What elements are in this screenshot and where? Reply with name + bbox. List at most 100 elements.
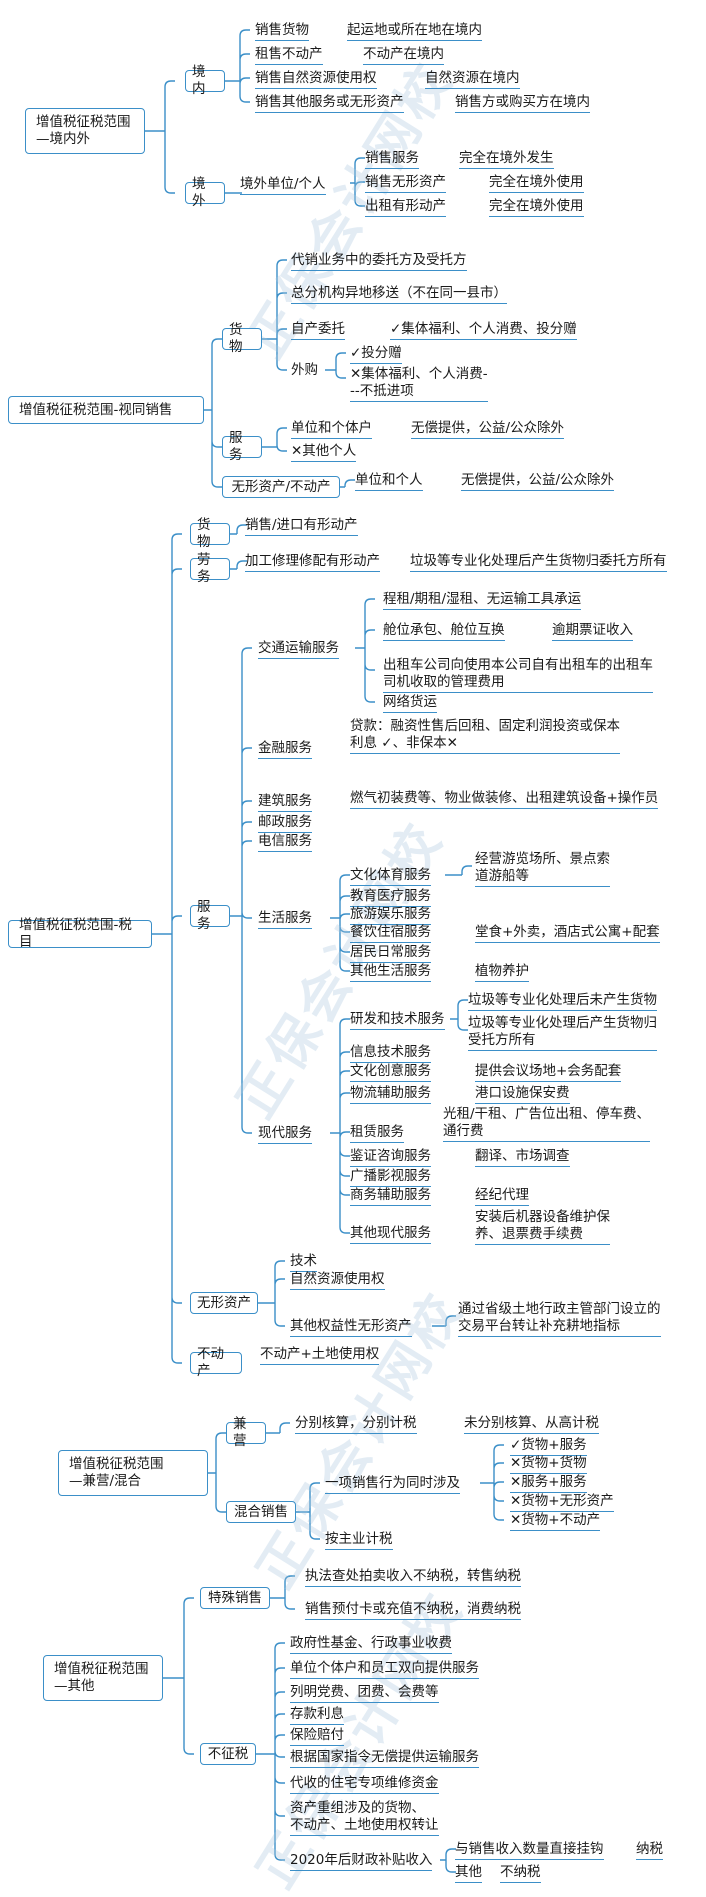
modern-9: 其他现代服务 <box>350 1225 431 1244</box>
connector-bracket <box>152 533 182 1364</box>
non-taxable-2: 单位个体户和员工双向提供服务 <box>290 1660 479 1679</box>
connector-bracket <box>330 1018 350 1234</box>
deemed-service-1: 单位和个体户 <box>291 420 372 439</box>
domestic-value-4: 销售方或购买方在境内 <box>455 94 590 113</box>
non-taxable-7: 代收的住宅专项维修资金 <box>290 1775 439 1794</box>
node-items-labor: 劳务 <box>190 552 230 585</box>
connector-bracket <box>340 479 355 488</box>
service-postal: 邮政服务 <box>258 814 312 833</box>
connector-bracket <box>480 1444 504 1521</box>
deemed-service-2: ✕其他个人 <box>291 443 357 462</box>
items-labor-value-2: 垃圾等专业化处理后产生货物归委托方所有 <box>410 553 667 572</box>
domestic-value-3: 自然资源在境内 <box>425 70 520 89</box>
service-modern: 现代服务 <box>258 1125 312 1144</box>
foreign-value-1: 完全在境外发生 <box>459 150 554 169</box>
modern-2: 信息技术服务 <box>350 1044 431 1063</box>
connector-bracket <box>330 874 350 972</box>
connector-bracket <box>256 1642 285 1861</box>
mixed-option-3: ✕服务+服务 <box>510 1474 587 1493</box>
modern-8: 商务辅助服务 <box>350 1187 431 1206</box>
non-taxable-4: 存款利息 <box>290 1706 344 1725</box>
node-non-taxable: 不征税 <box>200 1743 256 1765</box>
life-1-value: 经营游览场所、景点索 道游船等 <box>475 851 610 887</box>
node-special-sales: 特殊销售 <box>200 1587 270 1609</box>
life-3: 旅游娱乐服务 <box>350 906 431 925</box>
connector-bracket <box>208 1432 226 1513</box>
deemed-goods-4b: ✕集体福利、个人消费- --不抵进项 <box>350 366 488 402</box>
modern-5-value: 光租/干租、广告位出租、停车费、 通行费 <box>443 1106 651 1142</box>
life-2: 教育医疗服务 <box>350 888 431 907</box>
non-taxable-8: 资产重组涉及的货物、 不动产、土地使用权转让 <box>290 1800 439 1836</box>
connector-bracket <box>296 1482 320 1540</box>
concurrent-2: 未分别核算、从高计税 <box>464 1415 599 1434</box>
modern-1: 研发和技术服务 <box>350 1011 445 1030</box>
special-2: 销售预付卡或充值不纳税，消费纳税 <box>305 1601 521 1620</box>
domestic-item-1: 销售货物 <box>255 22 309 41</box>
modern-9-value: 安装后机器设备维护保 养、退票费手续费 <box>475 1209 610 1245</box>
realty-value: 不动产+土地使用权 <box>260 1346 380 1365</box>
connector-bracket <box>262 427 287 452</box>
foreign-value-2: 完全在境外使用 <box>489 174 584 193</box>
service-telecom: 电信服务 <box>258 833 312 852</box>
root-tax-items: 增值税征税范围-税目 <box>8 917 152 950</box>
modern-3: 文化创意服务 <box>350 1063 431 1082</box>
connector-bracket <box>350 157 365 207</box>
modern-4: 物流辅助服务 <box>350 1085 431 1104</box>
node-domestic: 境内 <box>185 64 225 97</box>
finance-1: 贷款：融资性售后回租、固定利润投资或保本 利息 ✓、非保本✕ <box>350 718 620 754</box>
modern-3-value: 提供会议场地+会务配套 <box>475 1063 622 1082</box>
intangible-3: 其他权益性无形资产 <box>290 1318 412 1337</box>
connector-bracket <box>450 999 468 1031</box>
intangible-2: 自然资源使用权 <box>290 1271 385 1290</box>
deemed-goods-3-value: ✓集体福利、个人消费、投分赠 <box>390 321 577 340</box>
mixed-2: 按主业计税 <box>325 1531 393 1550</box>
modern-6: 鉴证咨询服务 <box>350 1148 431 1167</box>
modern-6-value: 翻译、市场调查 <box>475 1148 570 1167</box>
special-1: 执法查处拍卖收入不纳税，转售纳税 <box>305 1568 521 1587</box>
modern-1b: 垃圾等专业化处理后产生货物归 受托方所有 <box>468 1015 657 1051</box>
foreign-entity: 境外单位/个人 <box>240 176 326 195</box>
mixed-option-1: ✓货物+服务 <box>510 1437 587 1456</box>
connector-bracket <box>230 524 247 535</box>
intangible-1: 技术 <box>290 1253 317 1272</box>
connector-bracket <box>432 1315 456 1327</box>
subsidy-1: 与销售收入数量直接挂钩 <box>455 1841 604 1860</box>
mixed-option-2: ✕货物+货物 <box>510 1455 587 1474</box>
deemed-goods-4a: ✓投分赠 <box>350 345 402 364</box>
non-taxable-9: 2020年后财政补贴收入 <box>290 1852 433 1871</box>
connector-bracket <box>163 1597 194 1755</box>
foreign-item-3: 出租有形动产 <box>365 198 446 217</box>
subsidy-1-value: 纳税 <box>636 1841 663 1860</box>
non-taxable-6: 根据国家指令无偿提供运输服务 <box>290 1749 479 1768</box>
node-items-realty: 不动产 <box>190 1346 242 1379</box>
subsidy-2: 其他 <box>455 1864 482 1883</box>
modern-8-value: 经纪代理 <box>475 1187 529 1206</box>
service-transport: 交通运输服务 <box>258 640 339 659</box>
foreign-item-1: 销售服务 <box>365 150 419 169</box>
node-items-intangible: 无形资产 <box>190 1292 258 1314</box>
connector-bracket <box>230 647 252 1134</box>
domestic-value-2: 不动产在境内 <box>363 46 444 65</box>
life-4: 餐饮住宿服务 <box>350 924 431 943</box>
deemed-goods-3: 自产委托 <box>291 321 345 340</box>
modern-5: 租赁服务 <box>350 1124 404 1143</box>
connector-bracket <box>258 1260 285 1327</box>
domestic-value-1: 起运地或所在地在境内 <box>347 22 482 41</box>
transport-4: 网络货运 <box>383 694 437 713</box>
construction-1: 燃气初装费等、物业做装修、出租建筑设备+操作员 <box>350 790 659 809</box>
root-deemed-sales: 增值税征税范围-视同销售 <box>8 396 204 424</box>
root-other: 增值税征税范围 —其他 <box>43 1655 163 1701</box>
connector-bracket <box>145 80 175 194</box>
connector-bracket <box>266 1422 290 1434</box>
connector-bracket <box>204 338 222 488</box>
connector-bracket <box>230 560 247 570</box>
connector-bracket <box>325 352 346 379</box>
intangible-3-value: 通过省级土地行政主管部门设立的 交易平台转让补充耕地指标 <box>458 1301 661 1337</box>
deemed-intangible-1-value: 无偿提供，公益/公众除外 <box>461 472 615 491</box>
node-deemed-service: 服务 <box>222 430 262 463</box>
modern-1a: 垃圾等专业化处理后未产生货物 <box>468 992 657 1011</box>
mixed-option-4: ✕货物+无形资产 <box>510 1493 614 1512</box>
foreign-item-2: 销售无形资产 <box>365 174 446 193</box>
